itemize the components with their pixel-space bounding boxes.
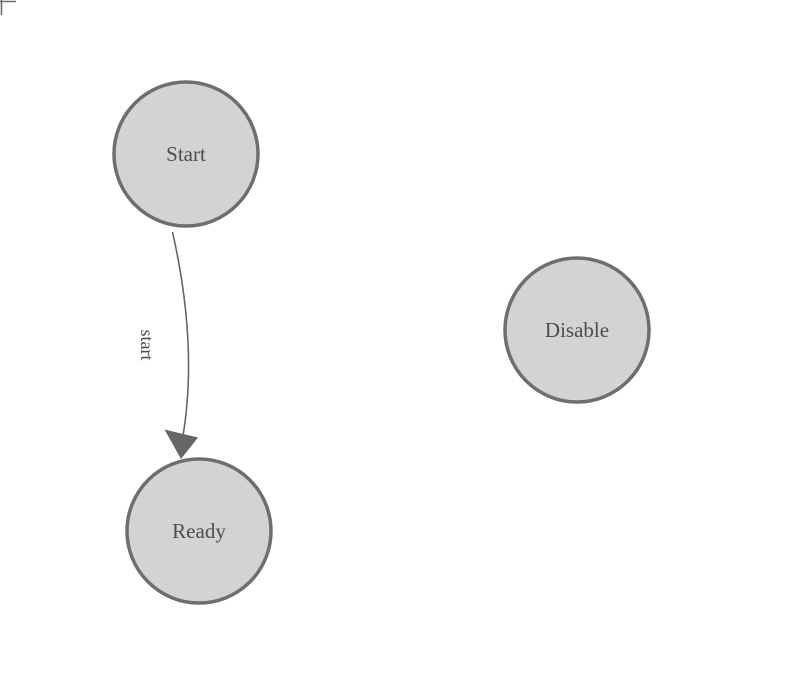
canvas-corner-mark xyxy=(0,0,16,15)
edge-path xyxy=(171,231,190,437)
node-start-circle xyxy=(112,80,260,228)
node-ready-label: Ready xyxy=(172,519,226,543)
node-start[interactable]: Start xyxy=(112,80,260,228)
arrowhead-icon xyxy=(164,429,198,459)
transition-edge-start-ready[interactable]: start xyxy=(137,231,198,459)
node-ready[interactable]: Ready xyxy=(125,457,273,605)
node-disable-circle xyxy=(503,256,651,404)
node-disable[interactable]: Disable xyxy=(503,256,651,404)
edge-label: start xyxy=(137,330,157,361)
node-ready-circle xyxy=(125,457,273,605)
node-start-label: Start xyxy=(166,142,206,166)
node-disable-label: Disable xyxy=(545,318,609,342)
